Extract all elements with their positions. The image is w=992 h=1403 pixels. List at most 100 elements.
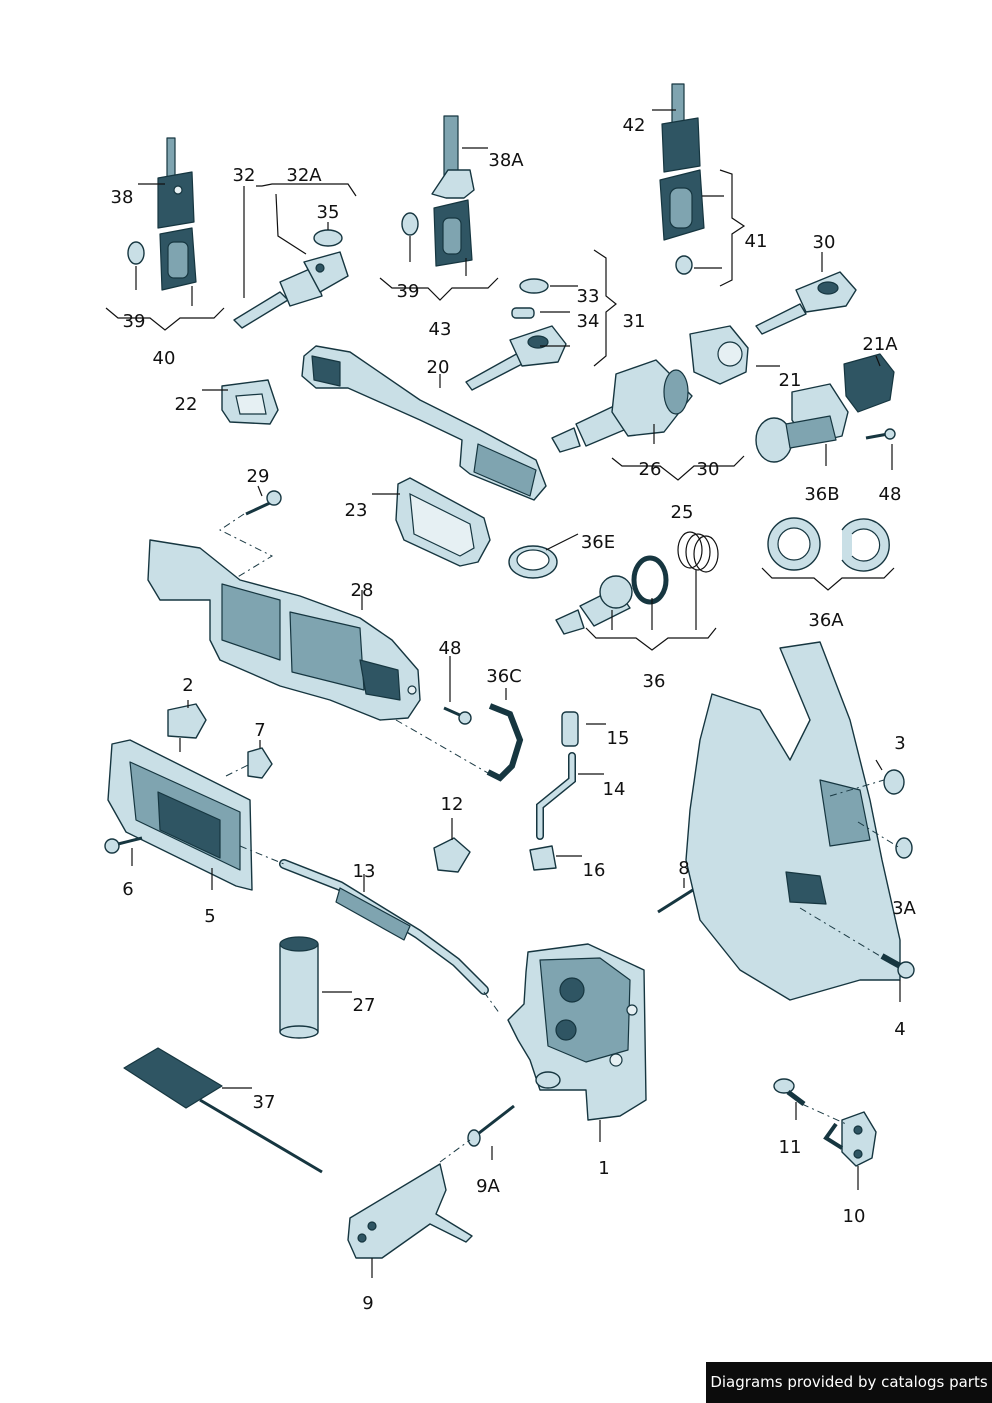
label-7: 7 bbox=[254, 720, 265, 741]
trim-5 bbox=[107, 739, 253, 891]
label-38: 38 bbox=[111, 187, 134, 208]
assembly-line-29 bbox=[219, 513, 274, 579]
lock-cylinder-36b bbox=[755, 383, 849, 463]
label-25: 25 bbox=[671, 502, 694, 523]
label-31: 31 bbox=[623, 311, 646, 332]
label-8: 8 bbox=[678, 858, 689, 879]
rod-13 bbox=[279, 859, 489, 995]
label-21: 21 bbox=[779, 370, 802, 391]
gasket-23 bbox=[395, 477, 491, 567]
label-23: 23 bbox=[345, 500, 368, 521]
plug-3a bbox=[895, 837, 913, 859]
label-27: 27 bbox=[353, 995, 376, 1016]
label-34: 34 bbox=[577, 311, 600, 332]
cap-21a bbox=[843, 353, 895, 413]
label-48-upper: 48 bbox=[879, 484, 902, 505]
pin-15 bbox=[561, 711, 579, 747]
screw-48-lower bbox=[443, 706, 472, 725]
plug-3 bbox=[883, 769, 905, 795]
assembly-line-3 bbox=[829, 779, 885, 797]
clip-12 bbox=[433, 837, 471, 873]
key-fob-42 bbox=[659, 83, 705, 275]
label-15: 15 bbox=[607, 728, 630, 749]
screw-29 bbox=[245, 490, 282, 516]
screw-6 bbox=[104, 836, 143, 854]
grease-can-27 bbox=[279, 936, 319, 1039]
bolt-4 bbox=[880, 953, 915, 979]
label-40: 40 bbox=[153, 348, 176, 369]
screw-11 bbox=[773, 1078, 806, 1106]
seal-22 bbox=[221, 379, 279, 425]
spring-25 bbox=[677, 531, 719, 573]
label-1: 1 bbox=[598, 1158, 609, 1179]
pin-34 bbox=[511, 307, 535, 319]
label-9a: 9A bbox=[476, 1176, 500, 1197]
clip-2 bbox=[167, 703, 207, 739]
label-39a: 39 bbox=[123, 311, 146, 332]
cap-33 bbox=[519, 278, 549, 294]
lock-cylinder-26 bbox=[551, 359, 693, 453]
label-26: 26 bbox=[639, 459, 662, 480]
label-36e: 36E bbox=[581, 532, 615, 553]
label-2: 2 bbox=[182, 675, 193, 696]
key-31 bbox=[465, 325, 567, 391]
label-42: 42 bbox=[623, 115, 646, 136]
label-36c: 36C bbox=[486, 666, 521, 687]
striker-10 bbox=[823, 1111, 877, 1167]
label-12: 12 bbox=[441, 794, 464, 815]
label-4: 4 bbox=[894, 1019, 905, 1040]
label-14: 14 bbox=[603, 779, 626, 800]
label-28: 28 bbox=[351, 580, 374, 601]
label-32a: 32A bbox=[286, 165, 322, 186]
door-lock-1 bbox=[507, 943, 647, 1121]
assembly-line-4 bbox=[799, 907, 881, 957]
key-30 bbox=[755, 271, 857, 335]
ring-36a bbox=[767, 517, 890, 572]
bracket-9 bbox=[347, 1163, 473, 1259]
cover-21 bbox=[689, 325, 749, 385]
label-43: 43 bbox=[429, 319, 452, 340]
lock-cylinder-36 bbox=[555, 555, 669, 635]
label-33: 33 bbox=[577, 286, 600, 307]
credit-text: Diagrams provided by catalogs parts bbox=[710, 1373, 988, 1391]
key-fob-case bbox=[159, 227, 197, 291]
assembly-line-7 bbox=[225, 763, 251, 777]
label-37: 37 bbox=[253, 1092, 276, 1113]
door-handle-20 bbox=[301, 345, 547, 501]
key-fob-38a bbox=[431, 115, 475, 267]
label-38a: 38A bbox=[488, 150, 524, 171]
label-30-cylinder: 30 bbox=[697, 459, 720, 480]
label-36: 36 bbox=[643, 671, 666, 692]
label-16: 16 bbox=[583, 860, 606, 881]
label-36a: 36A bbox=[808, 610, 844, 631]
label-30-key: 30 bbox=[813, 232, 836, 253]
part-labels: 38 39 40 32 32A 35 38A 39 43 42 41 30 33… bbox=[111, 115, 917, 1314]
nut-7 bbox=[247, 747, 273, 779]
assembly-line-lock bbox=[483, 991, 501, 1015]
label-32: 32 bbox=[233, 165, 256, 186]
label-3: 3 bbox=[894, 733, 905, 754]
label-9: 9 bbox=[362, 1293, 373, 1314]
screw-48-upper bbox=[865, 428, 896, 440]
key-fob-38 bbox=[157, 137, 195, 229]
label-6: 6 bbox=[122, 879, 133, 900]
tool-37 bbox=[123, 1047, 323, 1174]
label-48-lower: 48 bbox=[439, 638, 462, 659]
label-41: 41 bbox=[745, 231, 768, 252]
label-13: 13 bbox=[353, 861, 376, 882]
assembly-line-48 bbox=[395, 719, 501, 781]
label-35: 35 bbox=[317, 202, 340, 223]
label-36b: 36B bbox=[804, 484, 839, 505]
handle-bracket-28 bbox=[147, 539, 421, 721]
label-22: 22 bbox=[175, 394, 198, 415]
label-29: 29 bbox=[247, 466, 270, 487]
door-frame bbox=[685, 641, 901, 1001]
battery-39a bbox=[127, 241, 145, 265]
label-21a: 21A bbox=[862, 334, 898, 355]
credit-banner: Diagrams provided by catalogs parts bbox=[706, 1362, 992, 1403]
label-5: 5 bbox=[204, 906, 215, 927]
clip-36c bbox=[486, 703, 524, 782]
label-11: 11 bbox=[779, 1137, 802, 1158]
assembly-line-11 bbox=[801, 1103, 847, 1125]
assembly-line-9a bbox=[439, 1139, 471, 1163]
